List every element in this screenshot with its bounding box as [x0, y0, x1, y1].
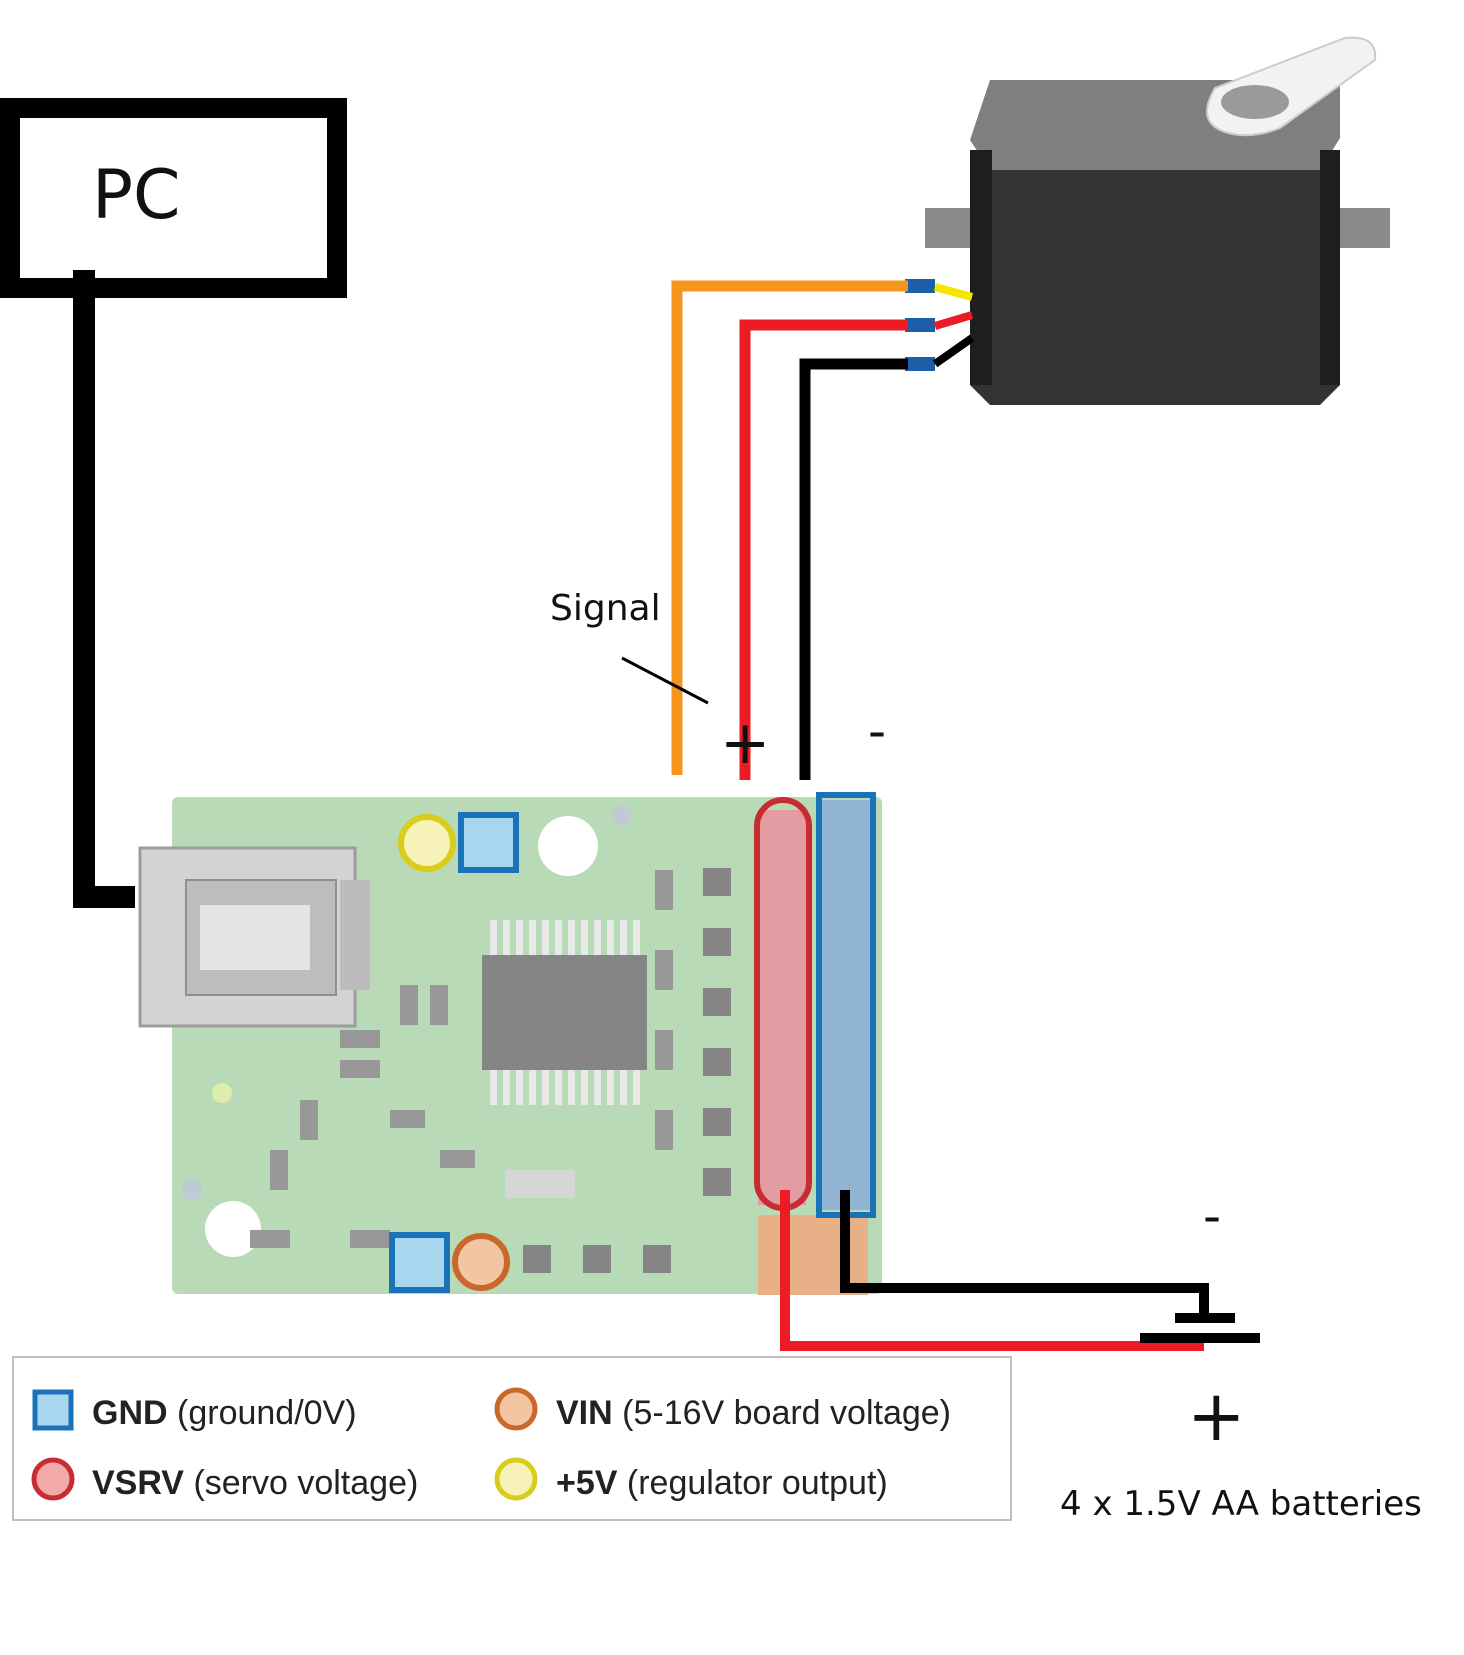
servo-minus-label: - — [868, 702, 886, 760]
battery-minus-label: - — [1203, 1187, 1221, 1245]
legend-item-vsrv: VSRV (servo voltage) — [31, 1457, 418, 1502]
servo-horn — [1206, 36, 1377, 137]
svg-text:VIN (5-16V board voltage): VIN (5-16V board voltage) — [556, 1394, 951, 1432]
plus5v-pin-marker — [398, 814, 456, 872]
legend: GND (ground/0V) VIN (5-16V board voltage… — [12, 1356, 1012, 1521]
vin-legend-symbol — [494, 1387, 538, 1431]
legend-5v-desc: (regulator output) — [627, 1464, 888, 1502]
vsrv-legend-symbol — [31, 1457, 75, 1501]
legend-gnd-key: GND — [92, 1394, 168, 1432]
vin-pin-marker — [452, 1233, 510, 1291]
battery-symbol — [1140, 1313, 1260, 1343]
pc-box: PC — [0, 98, 347, 298]
plus5v-legend-symbol — [494, 1457, 538, 1501]
battery-power-wire — [780, 1190, 1204, 1351]
pc-label: PC — [92, 156, 181, 235]
legend-vin-key: VIN — [556, 1394, 613, 1432]
legend-vsrv-desc: (servo voltage) — [193, 1464, 418, 1502]
gnd-pin-marker-bottom — [389, 1232, 450, 1293]
usb-connector — [138, 846, 370, 1028]
legend-vin-desc: (5-16V board voltage) — [622, 1394, 951, 1432]
battery-plus-label: + — [1187, 1375, 1246, 1457]
legend-item-5v: +5V (regulator output) — [494, 1457, 888, 1502]
signal-wire — [671, 280, 908, 775]
servo-motor — [905, 36, 1390, 405]
legend-item-gnd: GND (ground/0V) — [32, 1389, 357, 1432]
legend-gnd-desc: (ground/0V) — [177, 1394, 357, 1432]
servo-power-wire — [739, 319, 908, 780]
gnd-legend-symbol — [32, 1389, 74, 1431]
battery-label: 4 x 1.5V AA batteries — [1060, 1484, 1422, 1524]
svg-text:GND (ground/0V): GND (ground/0V) — [92, 1394, 357, 1432]
gnd-pin-marker-top — [458, 812, 519, 873]
servo-ground-wire — [799, 358, 908, 780]
signal-pointer — [621, 656, 709, 705]
legend-vsrv-key: VSRV — [92, 1464, 184, 1502]
svg-text:+5V (regulator output): +5V (regulator output) — [556, 1464, 888, 1502]
servo-plus-label: + — [720, 708, 770, 778]
legend-5v-key: +5V — [556, 1464, 618, 1502]
usb-cable — [73, 270, 135, 908]
signal-label: Signal — [550, 588, 661, 629]
legend-item-vin: VIN (5-16V board voltage) — [494, 1387, 951, 1432]
svg-text:VSRV (servo voltage): VSRV (servo voltage) — [92, 1464, 418, 1502]
battery-ground-wire — [840, 1190, 1209, 1318]
